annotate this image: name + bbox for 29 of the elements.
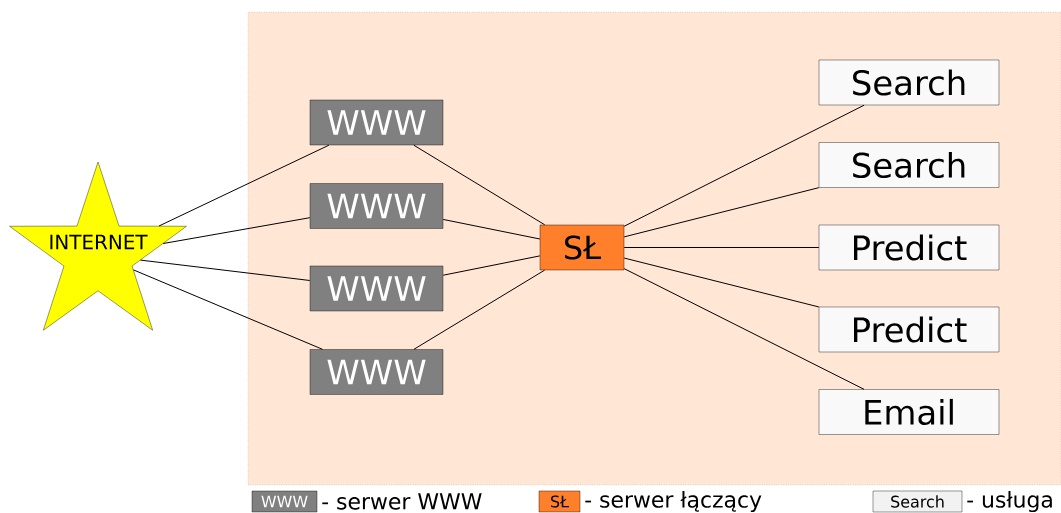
swatch-label: Search	[891, 495, 944, 508]
connector-line	[140, 259, 311, 281]
service-box: Predict	[818, 224, 1000, 271]
legend-text: - serwer WWW	[322, 493, 482, 510]
connector-line	[623, 247, 820, 248]
server-box: SŁ	[539, 224, 625, 271]
service-box: Predict	[818, 306, 1000, 353]
connector-line	[133, 269, 323, 350]
connector-line	[442, 218, 541, 240]
server-box: WWW	[309, 183, 444, 229]
connector-line	[623, 104, 865, 227]
server-box: WWW	[309, 349, 444, 395]
connector-line	[623, 257, 820, 308]
legend-text: - serwer łączący	[585, 490, 762, 513]
service-box: Search	[818, 142, 1000, 188]
service-box: Search	[818, 59, 1000, 106]
service-box: Email	[818, 389, 1000, 435]
connector-line	[413, 144, 546, 226]
server-box: WWW	[309, 99, 444, 146]
connector-line	[158, 144, 330, 227]
connector-line	[162, 217, 311, 244]
swatch-label: SŁ	[551, 495, 569, 508]
connector-line	[623, 187, 820, 238]
legend-text: - usługa	[967, 490, 1052, 513]
swatch-label: WWW	[261, 495, 308, 508]
connector-line	[413, 269, 546, 350]
connector-line	[623, 268, 865, 390]
server-box: WWW	[309, 265, 444, 312]
connector-line	[442, 255, 541, 276]
